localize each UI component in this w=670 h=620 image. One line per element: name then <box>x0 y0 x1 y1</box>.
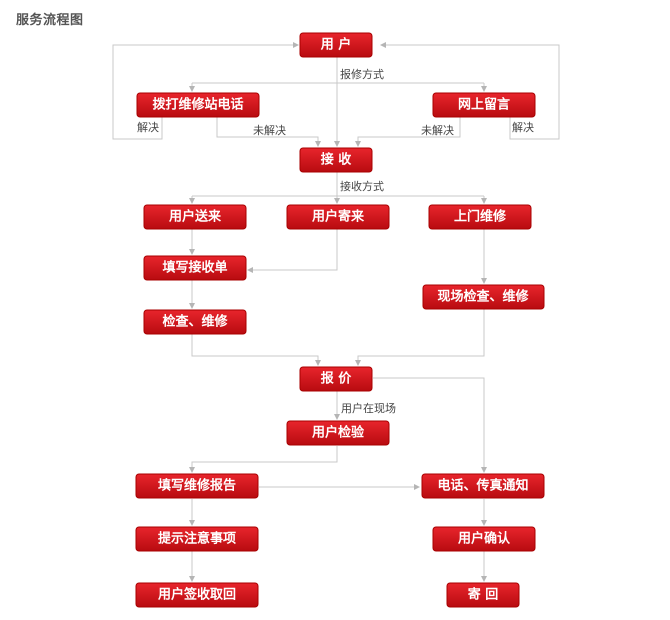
svg-text:用户确认: 用户确认 <box>457 531 511 547</box>
label-solved-left: 解决 <box>137 120 159 134</box>
label-on-site: 用户在现场 <box>341 401 396 415</box>
svg-text:拨打维修站电话: 拨打维修站电话 <box>152 97 243 113</box>
node-user: 用 户 <box>299 32 373 58</box>
label-repair-mode: 报修方式 <box>340 67 384 81</box>
node-return: 寄 回 <box>446 582 520 608</box>
label-receive-mode: 接收方式 <box>340 179 384 193</box>
svg-text:填写维修报告: 填写维修报告 <box>158 478 236 494</box>
node-deliver: 用户送来 <box>143 204 247 230</box>
node-receive: 接 收 <box>299 147 373 173</box>
node-onsite: 现场检查、维修 <box>422 284 545 310</box>
svg-text:用户检验: 用户检验 <box>311 425 365 441</box>
node-notify: 电话、传真通知 <box>421 473 545 499</box>
node-online: 网上留言 <box>432 92 536 118</box>
connector-inspect-quote <box>191 334 321 366</box>
node-inspect: 检查、维修 <box>143 309 247 335</box>
svg-text:用 户: 用 户 <box>320 37 352 53</box>
node-fill-report: 填写维修报告 <box>135 473 259 499</box>
svg-text:寄 回: 寄 回 <box>468 587 499 603</box>
label-solved-right: 解决 <box>512 120 534 134</box>
node-phone: 拨打维修站电话 <box>136 92 260 118</box>
svg-text:用户寄来: 用户寄来 <box>311 209 365 225</box>
node-user-check: 用户检验 <box>286 420 390 446</box>
node-quote: 报 价 <box>299 366 373 392</box>
connector-unsolved-left <box>216 117 321 147</box>
connector-mail-receipt <box>247 229 338 273</box>
node-fill-receipt: 填写接收单 <box>143 255 247 281</box>
svg-text:填写接收单: 填写接收单 <box>162 260 227 276</box>
svg-text:提示注意事项: 提示注意事项 <box>158 531 236 547</box>
svg-text:报 价: 报 价 <box>321 372 353 387</box>
node-visit: 上门维修 <box>428 204 532 230</box>
node-notes: 提示注意事项 <box>135 526 259 552</box>
label-unsolved-left: 未解决 <box>253 123 286 137</box>
label-unsolved-right: 未解决 <box>421 123 454 137</box>
node-mail: 用户寄来 <box>286 204 390 230</box>
connector-unsolved-right <box>355 117 461 147</box>
svg-text:现场检查、维修: 现场检查、维修 <box>437 289 529 305</box>
svg-text:用户签收取回: 用户签收取回 <box>157 587 236 603</box>
svg-text:用户送来: 用户送来 <box>168 209 222 225</box>
node-confirm: 用户确认 <box>432 526 536 552</box>
connector-quote-notify <box>373 377 487 473</box>
node-sign: 用户签收取回 <box>135 582 259 608</box>
diagram-title: 服务流程图 <box>16 13 84 28</box>
svg-text:检查、维修: 检查、维修 <box>162 314 228 330</box>
connector-solved-left <box>112 42 299 140</box>
svg-text:网上留言: 网上留言 <box>458 97 510 113</box>
svg-text:接 收: 接 收 <box>321 152 353 168</box>
connector-onsite-quote <box>355 309 485 366</box>
connectors <box>112 42 560 582</box>
edge-labels: 报修方式 解决 未解决 未解决 解决 接收方式 用户在现场 <box>137 67 534 415</box>
svg-text:电话、传真通知: 电话、传真通知 <box>437 478 528 494</box>
svg-text:上门维修: 上门维修 <box>454 209 507 225</box>
connector-solved-right <box>380 42 560 140</box>
connector-check-report <box>189 446 338 473</box>
